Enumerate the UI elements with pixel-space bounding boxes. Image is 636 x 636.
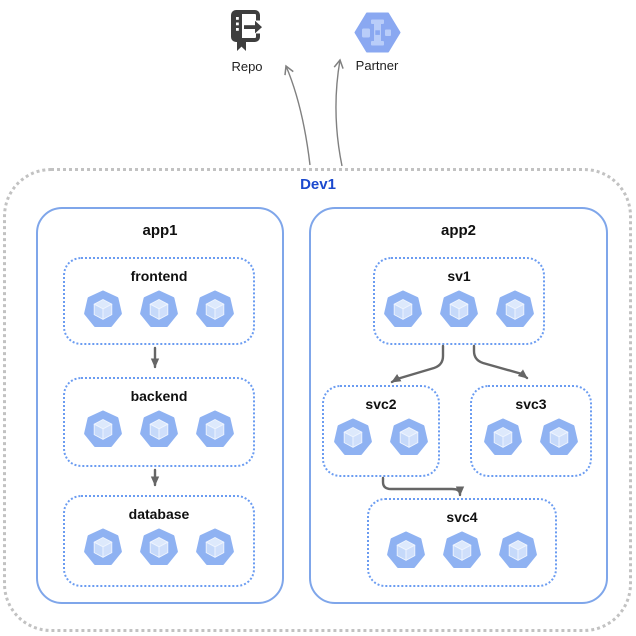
service-label-svc2: svc2: [365, 396, 397, 412]
pod-row: [369, 531, 555, 569]
partner-node: Partner: [344, 12, 410, 73]
service-label-database: database: [128, 506, 190, 522]
pod-row: [65, 528, 253, 566]
service-box-svc3: svc3: [470, 385, 592, 477]
pod-row: [65, 410, 253, 448]
service-label-frontend: frontend: [130, 268, 188, 284]
service-box-backend: backend: [63, 377, 255, 467]
pod-icon: [140, 290, 178, 328]
pod-icon: [196, 528, 234, 566]
environment-boundary: [3, 168, 632, 632]
pod-icon: [196, 410, 234, 448]
service-box-sv1: sv1: [373, 257, 545, 345]
pod-icon: [140, 410, 178, 448]
pod-icon: [84, 410, 122, 448]
pod-icon: [387, 531, 425, 569]
app-title: app1: [142, 222, 178, 239]
environment-label: Dev1: [300, 176, 336, 193]
service-label-sv1: sv1: [447, 268, 471, 284]
pod-icon: [84, 290, 122, 328]
pod-icon: [440, 290, 478, 328]
pod-icon: [390, 418, 428, 456]
pod-icon: [140, 528, 178, 566]
pod-row: [324, 418, 438, 456]
service-label-svc3: svc3: [515, 396, 547, 412]
pod-icon: [443, 531, 481, 569]
service-box-svc4: svc4: [367, 498, 557, 587]
pod-icon: [499, 531, 537, 569]
repo-node: Repo: [214, 8, 280, 74]
repo-label: Repo: [231, 59, 263, 74]
pod-icon: [540, 418, 578, 456]
pod-icon: [484, 418, 522, 456]
pod-icon: [384, 290, 422, 328]
partner-label: Partner: [355, 58, 399, 73]
pod-row: [65, 290, 253, 328]
service-box-svc2: svc2: [322, 385, 440, 477]
pod-icon: [84, 528, 122, 566]
app-title: app2: [440, 222, 476, 239]
service-box-frontend: frontend: [63, 257, 255, 345]
pod-icon: [334, 418, 372, 456]
service-label-backend: backend: [130, 388, 188, 404]
pod-row: [472, 418, 590, 456]
pod-icon: [496, 290, 534, 328]
pod-row: [375, 290, 543, 328]
service-box-database: database: [63, 495, 255, 587]
service-label-svc4: svc4: [446, 509, 478, 525]
source-repository-icon: [231, 10, 262, 51]
partner-hexagon-icon: [354, 12, 400, 53]
pod-icon: [196, 290, 234, 328]
